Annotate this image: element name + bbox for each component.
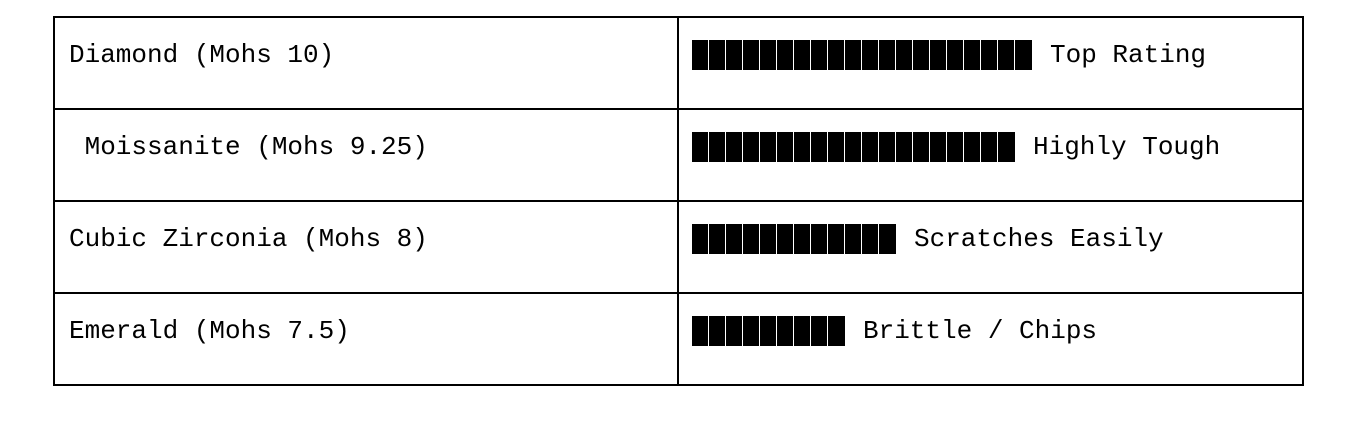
rating-cell: Scratches Easily [677, 200, 1304, 294]
bar-block [1015, 40, 1032, 70]
bar-block [811, 316, 828, 346]
bar-block [862, 132, 879, 162]
gem-name-cell: Diamond (Mohs 10) [53, 16, 679, 110]
bar-block [726, 132, 743, 162]
bar-block [709, 40, 726, 70]
bar-block [777, 316, 794, 346]
bar-block [743, 316, 760, 346]
table-row: Diamond (Mohs 10) Top Rating [53, 16, 1304, 110]
rating-bar [692, 132, 1015, 162]
bar-block [879, 40, 896, 70]
bar-block [811, 40, 828, 70]
gem-hardness-table: Diamond (Mohs 10) Top Rating Moissanite … [53, 16, 1304, 386]
bar-block [828, 224, 845, 254]
bar-block [879, 132, 896, 162]
bar-block [692, 224, 709, 254]
bar-block [777, 132, 794, 162]
bar-block [709, 224, 726, 254]
table-row: Moissanite (Mohs 9.25) Highly Tough [53, 108, 1304, 202]
bar-block [811, 224, 828, 254]
rating-bar [692, 316, 845, 346]
bar-block [913, 132, 930, 162]
bar-block [726, 316, 743, 346]
bar-block [709, 316, 726, 346]
rating-cell: Highly Tough [677, 108, 1304, 202]
rating-label: Highly Tough [1033, 132, 1221, 162]
gem-name-cell: Moissanite (Mohs 9.25) [53, 108, 679, 202]
bar-block [743, 40, 760, 70]
bar-block [794, 316, 811, 346]
bar-block [743, 224, 760, 254]
bar-block [760, 316, 777, 346]
bar-block [964, 40, 981, 70]
bar-block [828, 132, 845, 162]
bar-block [777, 40, 794, 70]
table-row: Emerald (Mohs 7.5) Brittle / Chips [53, 292, 1304, 386]
bar-block [896, 132, 913, 162]
bar-block [930, 132, 947, 162]
bar-block [981, 132, 998, 162]
rating-bar [692, 224, 896, 254]
rating-bar [692, 40, 1032, 70]
bar-block [828, 40, 845, 70]
bar-block [964, 132, 981, 162]
bar-block [692, 40, 709, 70]
bar-block [998, 132, 1015, 162]
rating-cell: Top Rating [677, 16, 1304, 110]
table-row: Cubic Zirconia (Mohs 8) Scratches Easily [53, 200, 1304, 294]
bar-block [794, 132, 811, 162]
bar-block [726, 40, 743, 70]
bar-block [913, 40, 930, 70]
bar-block [709, 132, 726, 162]
bar-block [726, 224, 743, 254]
bar-block [828, 316, 845, 346]
gem-name-cell: Cubic Zirconia (Mohs 8) [53, 200, 679, 294]
bar-block [743, 132, 760, 162]
bar-block [845, 224, 862, 254]
bar-block [845, 132, 862, 162]
bar-block [896, 40, 913, 70]
bar-block [947, 132, 964, 162]
rating-label: Brittle / Chips [863, 316, 1098, 346]
bar-block [692, 132, 709, 162]
bar-block [794, 224, 811, 254]
bar-block [879, 224, 896, 254]
bar-block [998, 40, 1015, 70]
rating-cell: Brittle / Chips [677, 292, 1304, 386]
bar-block [981, 40, 998, 70]
rating-label: Top Rating [1050, 40, 1207, 70]
gem-name-cell: Emerald (Mohs 7.5) [53, 292, 679, 386]
bar-block [862, 40, 879, 70]
bar-block [760, 132, 777, 162]
bar-block [794, 40, 811, 70]
bar-block [845, 40, 862, 70]
bar-block [947, 40, 964, 70]
bar-block [862, 224, 879, 254]
rating-label: Scratches Easily [914, 224, 1164, 254]
bar-block [760, 224, 777, 254]
bar-block [777, 224, 794, 254]
bar-block [692, 316, 709, 346]
bar-block [930, 40, 947, 70]
bar-block [760, 40, 777, 70]
bar-block [811, 132, 828, 162]
